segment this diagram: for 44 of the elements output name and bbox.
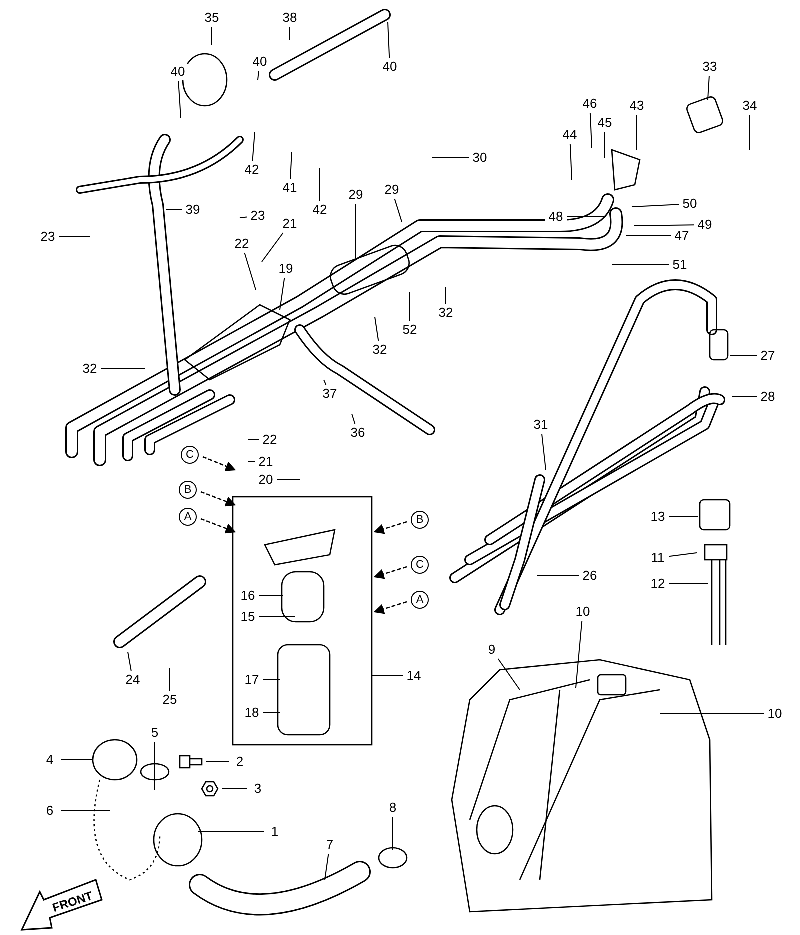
leader-line (604, 132, 606, 158)
leader-line (324, 854, 330, 880)
leader-line (668, 552, 698, 558)
reference-letter: B (411, 511, 429, 529)
leader-line (632, 204, 680, 208)
reference-letter: B (179, 481, 197, 499)
reference-letter: C (411, 556, 429, 574)
reference-letter: A (411, 591, 429, 609)
leader-line (576, 620, 583, 688)
leader-line (244, 252, 256, 290)
leader-line (570, 144, 572, 180)
leader-line (60, 810, 110, 812)
leader-line (388, 22, 390, 58)
reference-letter: A (179, 508, 197, 526)
leader-line (178, 80, 182, 118)
leader-line (240, 216, 248, 218)
leader-line (634, 224, 694, 226)
leader-line (290, 152, 292, 180)
leader-line (154, 742, 156, 790)
leader-line (612, 264, 670, 266)
leader-line (566, 216, 606, 218)
leader-line (732, 396, 758, 398)
leader-line (392, 816, 394, 850)
leader-line (58, 236, 90, 238)
leader-line (262, 232, 284, 262)
leader-line (590, 112, 592, 148)
leader-line (636, 114, 638, 150)
leader-line (374, 316, 380, 342)
leader-line (352, 414, 356, 424)
leader-line (708, 76, 710, 100)
reference-letter: C (181, 446, 199, 464)
leader-line (258, 70, 260, 80)
leader-line (100, 368, 146, 370)
leader-line (542, 434, 546, 470)
leader-line (258, 616, 296, 618)
leader-line (498, 658, 520, 690)
leader-line (324, 380, 327, 386)
leader-line (280, 278, 286, 310)
leader-line (128, 652, 132, 672)
leader-line (262, 712, 280, 714)
leader-line (394, 198, 402, 222)
leader-line (252, 132, 256, 162)
leader-line (668, 516, 698, 518)
leader-line (222, 788, 248, 790)
